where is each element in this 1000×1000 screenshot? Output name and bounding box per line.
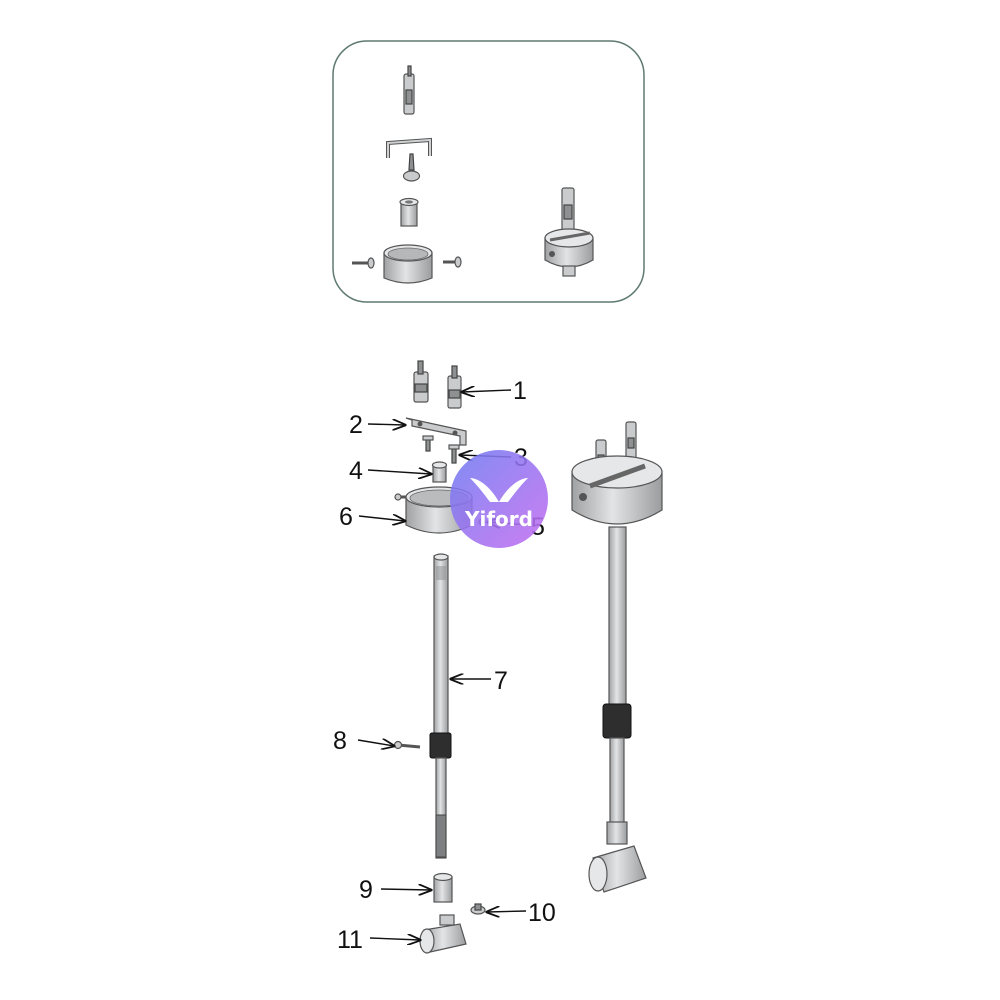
label-11: 11 bbox=[337, 926, 363, 954]
arrow-11 bbox=[369, 938, 420, 940]
label-10: 10 bbox=[528, 899, 556, 927]
label-2: 2 bbox=[349, 411, 363, 439]
inset-panel-border bbox=[332, 40, 645, 303]
screw-icon bbox=[402, 153, 421, 182]
bushing-icon bbox=[399, 197, 419, 227]
arrow-8 bbox=[357, 740, 394, 746]
canopy-cup-icon bbox=[383, 244, 433, 284]
adapter-part bbox=[433, 872, 453, 903]
pipe-clamp-part bbox=[419, 914, 467, 954]
label-4: 4 bbox=[349, 457, 363, 485]
label-8: 8 bbox=[333, 727, 347, 755]
bracket-part bbox=[405, 417, 467, 446]
watermark-circle bbox=[450, 450, 548, 548]
bracket-icon bbox=[386, 137, 432, 158]
watermark-text: Yiford bbox=[464, 507, 533, 531]
expansion-bolt-icon bbox=[403, 65, 415, 115]
bushing-part bbox=[431, 461, 448, 483]
arrow-2 bbox=[367, 424, 405, 425]
arrow-4 bbox=[367, 470, 431, 474]
label-1: 1 bbox=[513, 377, 527, 405]
wing-left-icon bbox=[470, 478, 499, 502]
assembled-canopy-icon bbox=[544, 187, 594, 277]
arrow-6 bbox=[358, 516, 405, 521]
arrow-10 bbox=[487, 911, 527, 912]
pole-part bbox=[429, 553, 452, 859]
inset-panel bbox=[332, 40, 645, 303]
expansion-bolts-part bbox=[413, 360, 462, 409]
label-6: 6 bbox=[339, 503, 353, 531]
label-9: 9 bbox=[359, 876, 373, 904]
watermark-logo: Yiford bbox=[450, 450, 548, 548]
screws-part bbox=[422, 435, 460, 464]
arrow-1 bbox=[462, 390, 512, 392]
wing-right-icon bbox=[499, 478, 528, 502]
arrow-9 bbox=[380, 889, 431, 890]
set-screw-icon bbox=[352, 256, 462, 269]
assembled-pole-icon bbox=[571, 421, 663, 893]
label-7: 7 bbox=[494, 667, 508, 695]
pin-part bbox=[393, 740, 421, 750]
clamp-screw-part bbox=[470, 903, 486, 915]
